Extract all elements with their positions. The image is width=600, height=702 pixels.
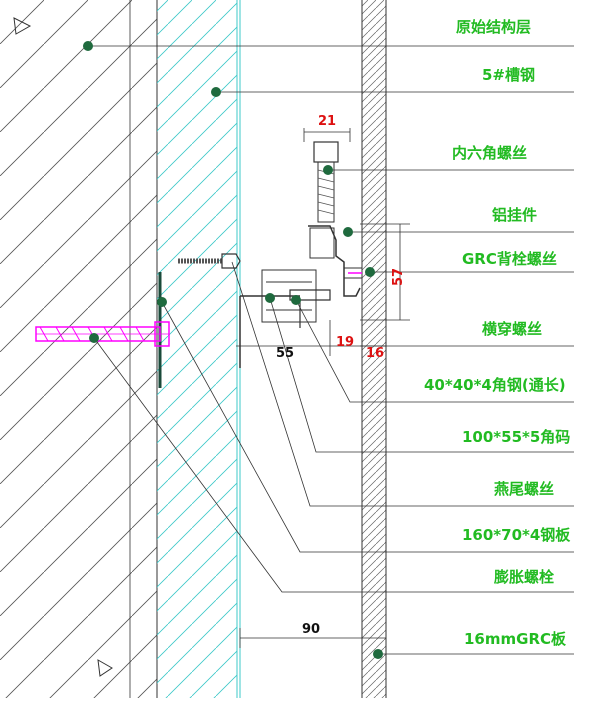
label-angle-steel: 40*40*4角钢(通长) [424, 376, 566, 394]
label-expansion-bolt: 膨胀螺栓 [494, 568, 554, 586]
label-channel-steel: 5#槽钢 [482, 66, 535, 84]
dimension-19: 19 [336, 335, 354, 350]
grc-board [361, 0, 387, 698]
channel-steel-zone [157, 0, 241, 698]
dimension-21: 21 [318, 114, 336, 129]
label-cross-bolt: 横穿螺丝 [482, 320, 542, 338]
dimension-90: 90 [302, 622, 320, 637]
aluminum-hanger-shape [308, 225, 361, 297]
leader-dot-icon [89, 333, 99, 343]
leader-dot-icon [211, 87, 221, 97]
dovetail-screw-shape [178, 253, 241, 269]
label-grc-board: 16mmGRC板 [464, 630, 567, 648]
triangle-mark-icon [13, 17, 32, 35]
original-structure-layer [0, 0, 158, 698]
leader-dot-icon [83, 41, 93, 51]
leader-dot-icon [343, 227, 353, 237]
label-aluminum-hanger: 铝挂件 [492, 206, 537, 224]
leader-dot-icon [323, 165, 333, 175]
triangle-mark-icon [97, 659, 113, 677]
angle-steel-shape [289, 289, 331, 328]
leader-lines [88, 45, 574, 655]
label-grc-back-bolt: GRC背栓螺丝 [462, 250, 557, 268]
leader-dot-icon [365, 267, 375, 277]
label-original-structure: 原始结构层 [456, 18, 531, 36]
leader-dot-icon [373, 649, 383, 659]
grc-back-bolt-shape [343, 267, 363, 279]
dimension-57: 57 [391, 268, 406, 286]
leader-dot-icon [265, 293, 275, 303]
leader-dots [83, 41, 383, 659]
label-angle-code: 100*55*5角码 [462, 428, 570, 446]
hex-bolt-shape [313, 141, 339, 223]
leader-dot-icon [157, 297, 167, 307]
label-hex-bolt: 内六角螺丝 [452, 144, 527, 162]
dimension-16: 16 [366, 346, 384, 361]
dimension-55: 55 [276, 346, 294, 361]
leader-dot-icon [291, 295, 301, 305]
label-steel-plate: 160*70*4钢板 [462, 526, 571, 544]
label-dovetail-screw: 燕尾螺丝 [494, 480, 554, 498]
